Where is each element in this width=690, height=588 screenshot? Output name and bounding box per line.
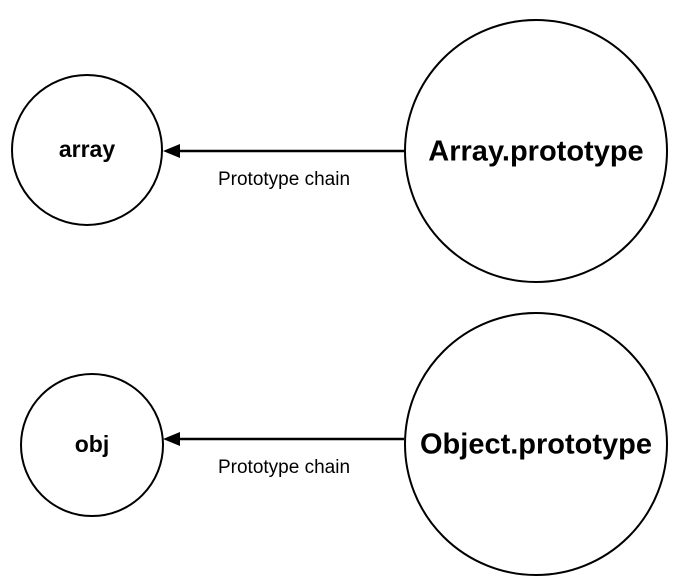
node-array-label: array — [59, 136, 115, 162]
node-obj-label: obj — [75, 431, 110, 457]
obj-row-group: obj Prototype chain Object.prototype — [20, 312, 668, 576]
array-row-group: array Prototype chain Array.prototype — [11, 19, 668, 283]
edge-obj-prototype-chain-arrowhead-icon — [163, 432, 180, 446]
node-array-circle[interactable] — [11, 74, 163, 226]
edge-array-prototype-chain-arrowhead-icon — [163, 144, 180, 158]
node-array-prototype-circle[interactable] — [404, 19, 668, 283]
node-object-prototype-circle[interactable] — [404, 312, 668, 576]
edge-array-prototype-chain-label: Prototype chain — [218, 169, 350, 190]
edge-obj-prototype-chain-label: Prototype chain — [218, 457, 350, 478]
node-array-prototype-label: Array.prototype — [428, 136, 643, 168]
node-obj-circle[interactable] — [20, 373, 164, 517]
node-object-prototype-label: Object.prototype — [420, 429, 652, 461]
